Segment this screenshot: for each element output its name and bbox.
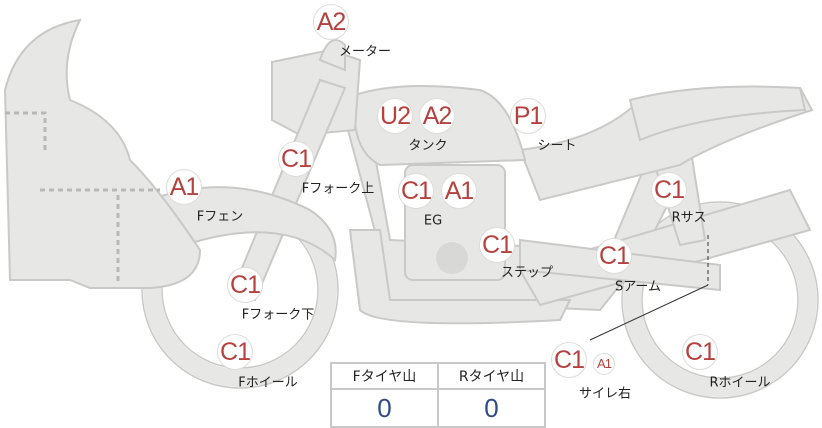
seat-label: シート xyxy=(537,138,577,154)
seat-badge-0[interactable]: P1 xyxy=(510,98,546,134)
front-tire-header: Fタイヤ山 xyxy=(330,362,439,390)
engine-badge-0[interactable]: C1 xyxy=(398,173,434,209)
fwheel-label: Fホイール xyxy=(238,375,298,391)
tank-label: タンク xyxy=(408,138,448,154)
tank-badge-0[interactable]: U2 xyxy=(377,98,413,134)
front-tire-value: 0 xyxy=(330,388,439,428)
ffork-lower-badge-0[interactable]: C1 xyxy=(227,267,263,303)
tire-tread-table: Fタイヤ山 Rタイヤ山 0 0 xyxy=(330,362,546,428)
engine-badge-1[interactable]: A1 xyxy=(441,173,477,209)
muffler-right-badge-1[interactable]: A1 xyxy=(593,353,615,375)
ffork-lower-label: Fフォーク下 xyxy=(241,307,315,323)
fwheel-badge-0[interactable]: C1 xyxy=(217,334,253,370)
muffler-right-label: サイレ右 xyxy=(578,386,632,402)
step-label: ステップ xyxy=(500,265,554,281)
engine-label: EG xyxy=(423,213,443,229)
swingarm-badge-0[interactable]: C1 xyxy=(596,238,632,274)
step-badge-0[interactable]: C1 xyxy=(479,227,515,263)
ffender-badge-0[interactable]: A1 xyxy=(166,169,202,205)
meter-label: メーター xyxy=(338,44,392,60)
rear-tire-value: 0 xyxy=(437,388,546,428)
ffender-label: Fフェン xyxy=(196,209,244,225)
rsus-badge-0[interactable]: C1 xyxy=(651,172,687,208)
rwheel-label: Rホイール xyxy=(709,375,771,391)
rwheel-badge-0[interactable]: C1 xyxy=(682,334,718,370)
muffler-right-badge-0[interactable]: C1 xyxy=(551,342,587,378)
swingarm-label: Sアーム xyxy=(614,279,662,295)
fairing[interactable] xyxy=(3,18,202,289)
front-fender[interactable] xyxy=(148,186,337,262)
ffork-upper-label: Fフォーク上 xyxy=(301,181,375,197)
meter-badge-0[interactable]: A2 xyxy=(313,4,349,40)
ffork-upper-badge-0[interactable]: C1 xyxy=(278,141,314,177)
rsus-label: Rサス xyxy=(671,210,707,226)
tank-badge-1[interactable]: A2 xyxy=(419,98,455,134)
rear-tire-header: Rタイヤ山 xyxy=(437,362,546,390)
